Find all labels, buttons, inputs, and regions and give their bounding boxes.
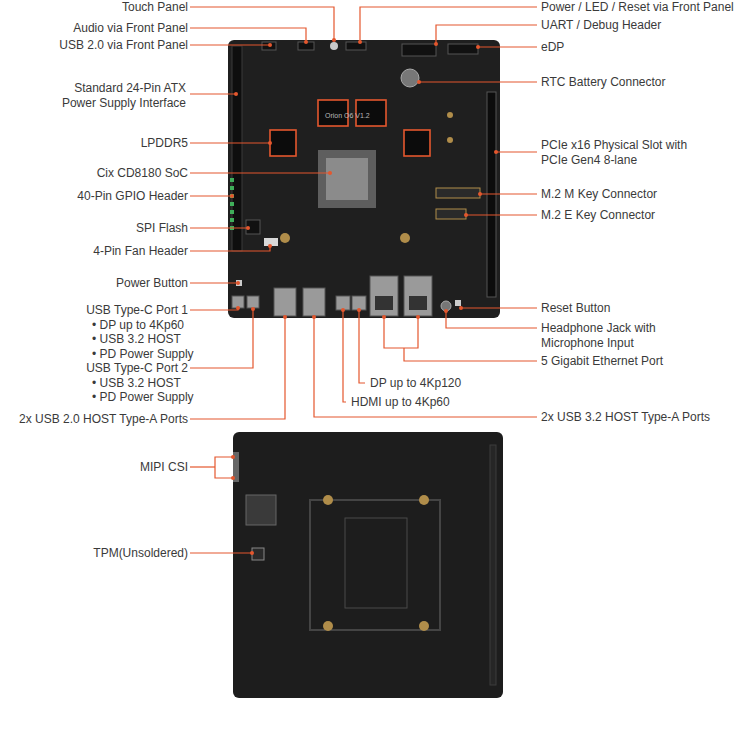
- spi-flash: [246, 220, 260, 234]
- callout-label: USB 2.0 via Front Panel: [3, 38, 188, 53]
- callout-label: DP up to 4Kp120: [370, 376, 461, 391]
- callout-label: Touch Panel: [3, 0, 188, 15]
- tpm-footprint: [252, 548, 264, 560]
- callout-label: 5 Gigabit Ethernet Port: [541, 354, 663, 369]
- callout-label: Audio via Front Panel: [3, 21, 188, 36]
- callout-label: 2x USB 3.2 HOST Type-A Ports: [541, 410, 710, 425]
- soc-die: [326, 158, 368, 200]
- callout-label: UART / Debug Header: [541, 18, 661, 33]
- leader-dots: [230, 38, 498, 555]
- ethernet-openings: [375, 296, 427, 310]
- callout-label: PCIe x16 Physical Slot with PCIe Gen4 8-…: [541, 138, 691, 168]
- callout-label: Power Button: [3, 276, 188, 291]
- touch-panel: [330, 42, 338, 50]
- power-button: [236, 280, 242, 286]
- callout-label: MIPI CSI: [3, 460, 188, 475]
- lpddr5-chips: [270, 100, 430, 156]
- rtc-battery: [401, 69, 419, 87]
- callout-label: 2x USB 2.0 HOST Type-A Ports: [3, 412, 188, 427]
- callout-label: • PD Power Supply: [92, 347, 194, 362]
- callout-label: LPDDR5: [3, 136, 188, 151]
- silkscreen-text: Orion O6 V1.2: [325, 112, 370, 120]
- callout-label: Reset Button: [541, 301, 610, 316]
- front-panel-headers: [262, 42, 478, 56]
- soc-package: [318, 150, 376, 208]
- callout-label: M.2 M Key Connector: [541, 187, 657, 202]
- callout-label: Power / LED / Reset via Front Panel: [541, 0, 734, 15]
- io-ports: [232, 276, 432, 316]
- board-bottom: [233, 432, 503, 698]
- callout-label: RTC Battery Connector: [541, 75, 666, 90]
- mounting-holes: [280, 112, 453, 243]
- callout-label: M.2 E Key Connector: [541, 208, 655, 223]
- callout-label: Cix CD8180 SoC: [3, 166, 188, 181]
- callout-label: SPI Flash: [3, 221, 188, 236]
- callout-label: TPM(Unsoldered): [3, 546, 188, 561]
- callout-label: eDP: [541, 40, 564, 55]
- callout-label: USB Type-C Port 1: [3, 303, 188, 318]
- callout-label: USB Type-C Port 2: [3, 361, 188, 376]
- m2-m-key: [436, 188, 480, 198]
- callout-label: Standard 24-Pin ATX Power Supply Interfa…: [46, 81, 186, 111]
- callout-label: • DP up to 4Kp60: [92, 318, 184, 333]
- reset-button: [455, 300, 461, 306]
- leader-lines: [190, 7, 537, 553]
- pin-column: [490, 445, 496, 685]
- callout-label: 4-Pin Fan Header: [3, 244, 188, 259]
- m2-e-key: [436, 209, 466, 219]
- callout-label: 40-Pin GPIO Header: [3, 189, 188, 204]
- backplate-outline: [310, 500, 440, 630]
- callout-label: Headphone Jack with Microphone Input: [541, 321, 681, 351]
- callout-label: HDMI up to 4Kp60: [351, 395, 450, 410]
- callout-label: • USB 3.2 HOST: [92, 332, 181, 347]
- callout-label: • PD Power Supply: [92, 390, 194, 405]
- callout-label: • USB 3.2 HOST: [92, 376, 181, 391]
- gpio-header: [230, 178, 234, 230]
- bottom-chip: [246, 495, 276, 525]
- soc-area: [345, 518, 407, 608]
- bottom-holes: [323, 495, 429, 631]
